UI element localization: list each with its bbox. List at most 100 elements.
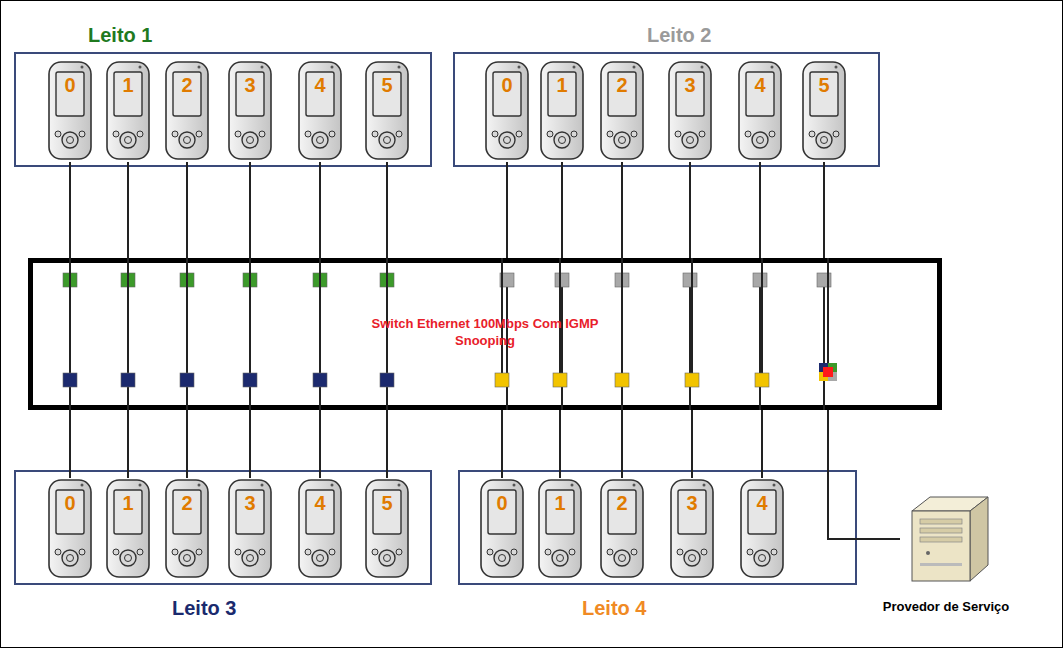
device-number: 2 <box>173 492 201 515</box>
pda-button <box>675 131 681 137</box>
pda-button <box>492 131 498 137</box>
device-number: 0 <box>488 492 516 515</box>
pda-button <box>125 137 132 144</box>
device-number: 3 <box>236 74 264 97</box>
pda-body <box>49 480 91 577</box>
network-cable <box>761 410 763 478</box>
server-front <box>912 511 970 581</box>
group-title: Leito 1 <box>88 24 152 47</box>
pda-dot <box>513 484 516 487</box>
network-cable <box>559 410 561 478</box>
pda-device: 4 <box>737 60 783 162</box>
network-cable <box>186 410 188 478</box>
pda-button <box>125 555 132 562</box>
drive-bay <box>920 537 962 542</box>
pda-button <box>379 550 395 566</box>
device-number: 3 <box>236 492 264 515</box>
pda-button <box>396 131 402 137</box>
pda-button <box>67 555 74 562</box>
pda-button <box>699 131 705 137</box>
pda-button <box>689 555 696 562</box>
pda-screen <box>306 490 334 534</box>
pda-button <box>172 131 178 137</box>
pda-button <box>487 549 493 555</box>
pda-dot <box>198 484 201 487</box>
device-number: 0 <box>56 74 84 97</box>
server-icon <box>900 495 992 583</box>
pda-dot <box>573 66 576 69</box>
pda-dot <box>261 66 264 69</box>
pda-button <box>79 131 85 137</box>
pda-screen <box>810 72 838 116</box>
pda-body <box>299 62 341 159</box>
pda-body <box>49 62 91 159</box>
pda-button <box>833 131 839 137</box>
pda-screen <box>546 490 574 534</box>
pda-screen <box>746 72 774 116</box>
pda-button <box>184 137 191 144</box>
pda-button <box>821 137 828 144</box>
pda-body <box>107 62 149 159</box>
pda-button <box>701 549 707 555</box>
pda-button <box>809 131 815 137</box>
pda-screen <box>373 72 401 116</box>
network-cable <box>69 162 71 258</box>
pda-screen <box>236 490 264 534</box>
pda-device: 2 <box>164 478 210 580</box>
pda-button <box>329 549 335 555</box>
pda-button <box>62 550 78 566</box>
pda-device: 1 <box>105 478 151 580</box>
service-server: Provedor de Serviço <box>900 495 992 583</box>
pda-button <box>745 131 751 137</box>
bed-group: Leito 1012345 <box>14 52 432 167</box>
pda-button <box>516 131 522 137</box>
pda-button <box>235 549 241 555</box>
network-cable <box>621 162 623 258</box>
pda-button <box>499 132 515 148</box>
device-number: 2 <box>173 74 201 97</box>
pda-button <box>113 131 119 137</box>
pda-device: 0 <box>484 60 530 162</box>
pda-button <box>631 131 637 137</box>
pda-button <box>614 550 630 566</box>
pda-button <box>312 550 328 566</box>
pda-screen <box>548 72 576 116</box>
server-side <box>970 497 988 581</box>
pda-device: 0 <box>47 60 93 162</box>
pda-button <box>769 131 775 137</box>
pda-dot <box>81 484 84 487</box>
group-title: Leito 3 <box>172 597 236 620</box>
pda-dot <box>633 66 636 69</box>
device-number: 5 <box>373 74 401 97</box>
network-cable <box>386 162 388 258</box>
pda-button <box>120 132 136 148</box>
device-number: 1 <box>546 492 574 515</box>
pda-device: 2 <box>164 60 210 162</box>
pda-button <box>242 550 258 566</box>
pda-screen <box>56 72 84 116</box>
pda-button <box>677 549 683 555</box>
pda-screen <box>173 72 201 116</box>
pda-screen <box>488 490 516 534</box>
network-cable <box>561 162 563 258</box>
pda-screen <box>608 72 636 116</box>
pda-screen <box>56 490 84 534</box>
pda-button <box>317 137 324 144</box>
network-cable <box>127 410 129 478</box>
server-label: Provedor de Serviço <box>860 599 1032 614</box>
pda-dot <box>701 66 704 69</box>
network-cable <box>823 162 825 258</box>
pda-body <box>366 480 408 577</box>
pda-button <box>67 137 74 144</box>
pda-button <box>120 550 136 566</box>
pda-button <box>247 137 254 144</box>
pda-screen <box>678 490 706 534</box>
group-title: Leito 2 <box>647 24 711 47</box>
device-number: 2 <box>608 492 636 515</box>
pda-dot <box>633 484 636 487</box>
pda-screen <box>493 72 521 116</box>
pda-button <box>79 549 85 555</box>
pda-dot <box>398 484 401 487</box>
pda-device: 4 <box>297 478 343 580</box>
pda-device: 3 <box>227 60 273 162</box>
